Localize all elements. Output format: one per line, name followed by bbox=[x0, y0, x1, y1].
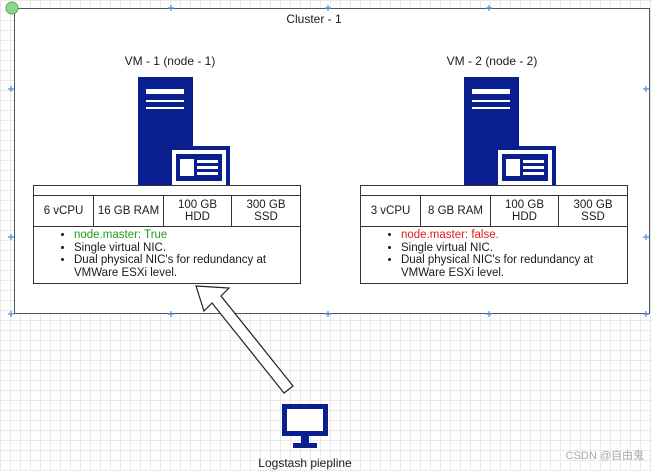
cluster-title: Cluster - 1 bbox=[286, 12, 342, 26]
vm1-spec-header bbox=[34, 186, 300, 196]
logstash-label: Logstash piepline bbox=[258, 456, 352, 470]
vm1-ram: 16 GB RAM bbox=[94, 196, 164, 226]
vm1-server-icon[interactable] bbox=[134, 74, 234, 190]
vm1-bullets: node.master: True Single virtual NIC. Du… bbox=[34, 227, 300, 279]
vm2-bullet-1: Single virtual NIC. bbox=[401, 242, 627, 255]
vm2-server-icon[interactable] bbox=[460, 74, 560, 190]
vm1-bullet-1: Single virtual NIC. bbox=[74, 242, 300, 255]
vm2-ram: 8 GB RAM bbox=[421, 196, 491, 226]
vm2-hdd: 100 GB HDD bbox=[491, 196, 559, 226]
vm2-ssd: 300 GB SSD bbox=[573, 199, 613, 223]
vm1-bullet-2: Dual physical NIC's for redundancy at VM… bbox=[74, 254, 300, 279]
vm2-title: VM - 2 (node - 2) bbox=[446, 54, 538, 68]
vm1-master-text: node.master: True bbox=[74, 229, 168, 241]
watermark: CSDN @自由鬼 bbox=[565, 450, 644, 462]
vm1-spec-card[interactable]: 6 vCPU 16 GB RAM 100 GB HDD 300 GB SSD n… bbox=[33, 185, 301, 284]
vm1-spec-row: 6 vCPU 16 GB RAM 100 GB HDD 300 GB SSD bbox=[34, 196, 300, 227]
vm2-spec-card[interactable]: 3 vCPU 8 GB RAM 100 GB HDD 300 GB SSD no… bbox=[360, 185, 628, 284]
vm1-master: node.master: True bbox=[74, 229, 300, 242]
vm1-hdd: 100 GB HDD bbox=[164, 196, 232, 226]
vm2-bullet-2: Dual physical NIC's for redundancy at VM… bbox=[401, 254, 627, 279]
vm2-bullets: node.master: false. Single virtual NIC. … bbox=[361, 227, 627, 279]
vm1-cpu: 6 vCPU bbox=[34, 196, 94, 226]
vm2-cpu: 3 vCPU bbox=[361, 196, 421, 226]
vm2-spec-row: 3 vCPU 8 GB RAM 100 GB HDD 300 GB SSD bbox=[361, 196, 627, 227]
vm1-title: VM - 1 (node - 1) bbox=[124, 54, 216, 68]
vm1-ssd: 300 GB SSD bbox=[246, 199, 286, 223]
vm2-master-text: node.master: false. bbox=[401, 229, 499, 241]
vm2-spec-header bbox=[361, 186, 627, 196]
monitor-icon[interactable] bbox=[280, 402, 330, 452]
vm2-master: node.master: false. bbox=[401, 229, 627, 242]
